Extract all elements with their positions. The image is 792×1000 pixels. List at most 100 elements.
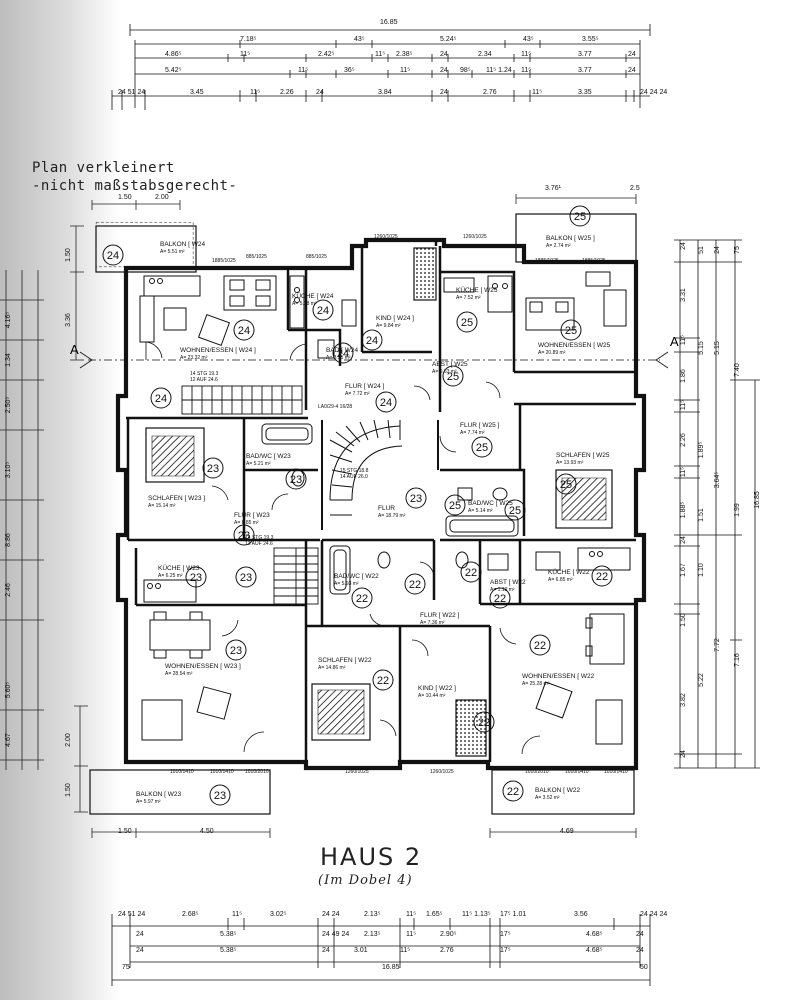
apartment-circle [102,244,124,266]
bottom-dimension-label: 11⁵ [406,911,416,918]
right-dimension-label: 7.72 [714,638,721,652]
top-dimension-lines [111,24,651,110]
window-size-label: 1010/1410 [604,769,628,775]
window-size-label: 1010/2010 [525,769,549,775]
apartment-circle [351,587,373,609]
right-dimension-label: 1.51 [698,508,705,522]
bottom-dimension-label: 3.56 [574,911,588,918]
window-size-label: 1885/1025 [582,258,606,264]
left-dimension-label: 5.60⁵ [5,682,12,699]
top-dimension-label: 16.85 [380,19,398,26]
bottom-dimension-label: 24 [636,947,644,954]
stair-spec: 12 AUF 24.6 [190,377,218,383]
bottom-dimension-label: 75 [122,964,130,971]
apartment-number: 23 [290,474,302,486]
bottom-dimension-label: 4.68⁵ [586,931,603,938]
small-dimension-label: 4.50 [200,828,214,835]
top-dimension-label: 24 24 24 [640,89,667,96]
apartment-circle [372,669,394,691]
top-dimension-label: 43⁵ [523,36,534,43]
top-dimension-label: 98⁵ [460,67,471,74]
room-name: BALKON [ W24 [160,241,206,248]
bottom-dimension-lines [111,914,651,986]
bottom-dimension-label: 5.38⁵ [220,947,237,954]
room-area: A= 8.85 m² [234,520,259,526]
top-dimension-label: 3.55⁵ [582,36,599,43]
window-size-label: 885/1025 [306,254,327,260]
bottom-dimension-label: 24 [136,947,144,954]
right-dimension-label: 2.26 [680,433,687,447]
bottom-dimension-label: 11⁵ 1.13⁵ [462,911,491,918]
apartment-circle [225,639,247,661]
top-dimension-label: 2.76 [483,89,497,96]
bottom-dimension-label: 1.65⁵ [426,911,443,918]
apartment-circle [332,342,354,364]
bottom-dimension-label: 11⁵ [400,947,410,954]
room-name: KÜCHE [ W22 [548,568,590,576]
room-area: A= 14.86 m² [318,665,346,671]
top-dimension-label: 11⁵ [532,89,542,96]
room-area: A= 20.89 m² [538,350,566,356]
left-dimension-label: 3.36 [65,313,72,327]
window-size-label: 1260/1025 [374,234,398,240]
window-size-label: 1010/1410 [170,769,194,775]
top-dimension-label: 2.34 [478,51,492,58]
left-dimension-label: 2.00 [65,733,72,747]
top-dimension-label: 2.26 [280,89,294,96]
room-name: FLUR [378,505,395,512]
bottom-dimension-label: 11⁵ [406,931,416,938]
room-name: KIND [ W24 ] [376,315,414,322]
right-dimension-label: 7.16 [734,653,741,667]
room-name: SCHLAFEN [ W22 [318,657,372,664]
room-area: A= 25.28 m² [522,681,550,687]
apartment-circle [473,711,495,733]
bottom-dimension-label: 17⁵ 1.01 [500,911,526,918]
room-area: A= 7.72 m² [345,391,370,397]
left-dimension-label: 4.16⁵ [5,312,12,329]
window-size-label: 1010/2010 [245,769,269,775]
room-name: BAD/WC [ W23 [246,453,291,460]
room-area: A= 23.32 m² [180,355,208,361]
room-area: A= 18.79 m² [378,513,406,519]
top-dimension-label: 4.86⁵ [165,51,182,58]
room-name: BAD/WC [ W25 [468,500,513,507]
room-area: A= 5.21 m² [246,461,271,467]
apartment-number: 22 [409,579,421,591]
apartment-circle [235,566,257,588]
top-dimension-label: 11⁵ [521,67,531,74]
bottom-dimension-label: 24 24 [322,911,340,918]
room-name: FLUR [ W22 ] [420,612,460,619]
apartment-circle [502,780,524,802]
apartment-circle [233,319,255,341]
room-name: FLUR [ W24 ] [345,383,385,390]
right-dimension-label: 1.67 [680,563,687,577]
apartment-circle [471,436,493,458]
kitchen-counters [143,275,631,603]
top-dimension-label: 3.84 [378,89,392,96]
top-dimension-label: 36⁵ [344,67,355,74]
right-dimension-label: 11⁵ [680,467,687,477]
apartment-number: 23 [207,463,219,475]
left-dimension-label: 2.46 [5,583,12,597]
stair-spec: 14 STG 19.3 [190,371,219,377]
top-dimension-label: 11⁵ [250,89,260,96]
room-area: A= 5.51 m² [160,249,185,255]
apartment-number: 24 [366,335,378,347]
bottom-dimension-label: 24 [636,931,644,938]
room-area: A= 5.14 m² [468,508,493,514]
top-dimension-label: 5.42⁵ [165,67,182,74]
room-area: A= 5.38 m² [292,301,317,307]
room-name: KÜCHE [ W25 [456,286,498,294]
apartment-number: 23 [410,493,422,505]
right-dimension-labels: 243.3111⁵1.8611⁵2.2611⁵1.88⁵241.671.503.… [680,242,761,758]
small-dimension-label: 4.69 [560,828,574,835]
drawing-title: HAUS 2 [320,843,423,871]
right-dimension-label: 1.50 [680,613,687,627]
room-name: WOHNEN/ESSEN [ W23 ] [165,663,241,670]
stair-spec: 13 AUF 24.6 [245,541,273,547]
apartment-number: 24 [380,397,392,409]
left-dimension-label: 8.86 [5,533,12,547]
room-name: WOHNEN/ESSEN [ W24 ] [180,347,256,354]
stair-spec: 14 STG 19.3 [245,535,274,541]
